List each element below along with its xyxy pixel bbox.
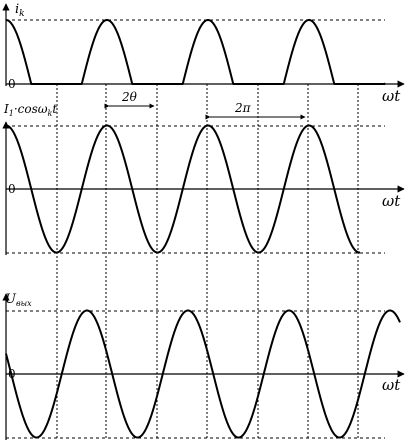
middle-x-label: ωt xyxy=(382,192,401,210)
top-y-label: ik xyxy=(15,2,25,19)
vertical-guides xyxy=(56,84,359,440)
bottom-x-label: ωt xyxy=(382,376,401,394)
top-x-label: ωt xyxy=(382,87,401,105)
bottom-y-label: Uвых xyxy=(5,292,32,308)
panel-middle: I1·cosωkt 0 ωt xyxy=(2,102,405,255)
output-voltage-waveform xyxy=(5,309,401,439)
panel-top: ik 0 ωt xyxy=(2,2,405,105)
panel-bottom: Uвых 0 ωt xyxy=(2,292,405,440)
pulse-width-label: 2θ xyxy=(121,90,138,104)
bottom-zero-label: 0 xyxy=(8,367,16,381)
middle-zero-label: 0 xyxy=(8,182,16,196)
fundamental-harmonic-waveform xyxy=(5,124,361,254)
top-zero-label: 0 xyxy=(8,77,16,91)
period-label: 2π xyxy=(234,101,252,115)
middle-y-label: I1·cosωkt xyxy=(3,102,57,118)
pulse-train-waveform xyxy=(5,18,386,85)
dimension-annotations: 2θ 2π xyxy=(104,90,306,120)
